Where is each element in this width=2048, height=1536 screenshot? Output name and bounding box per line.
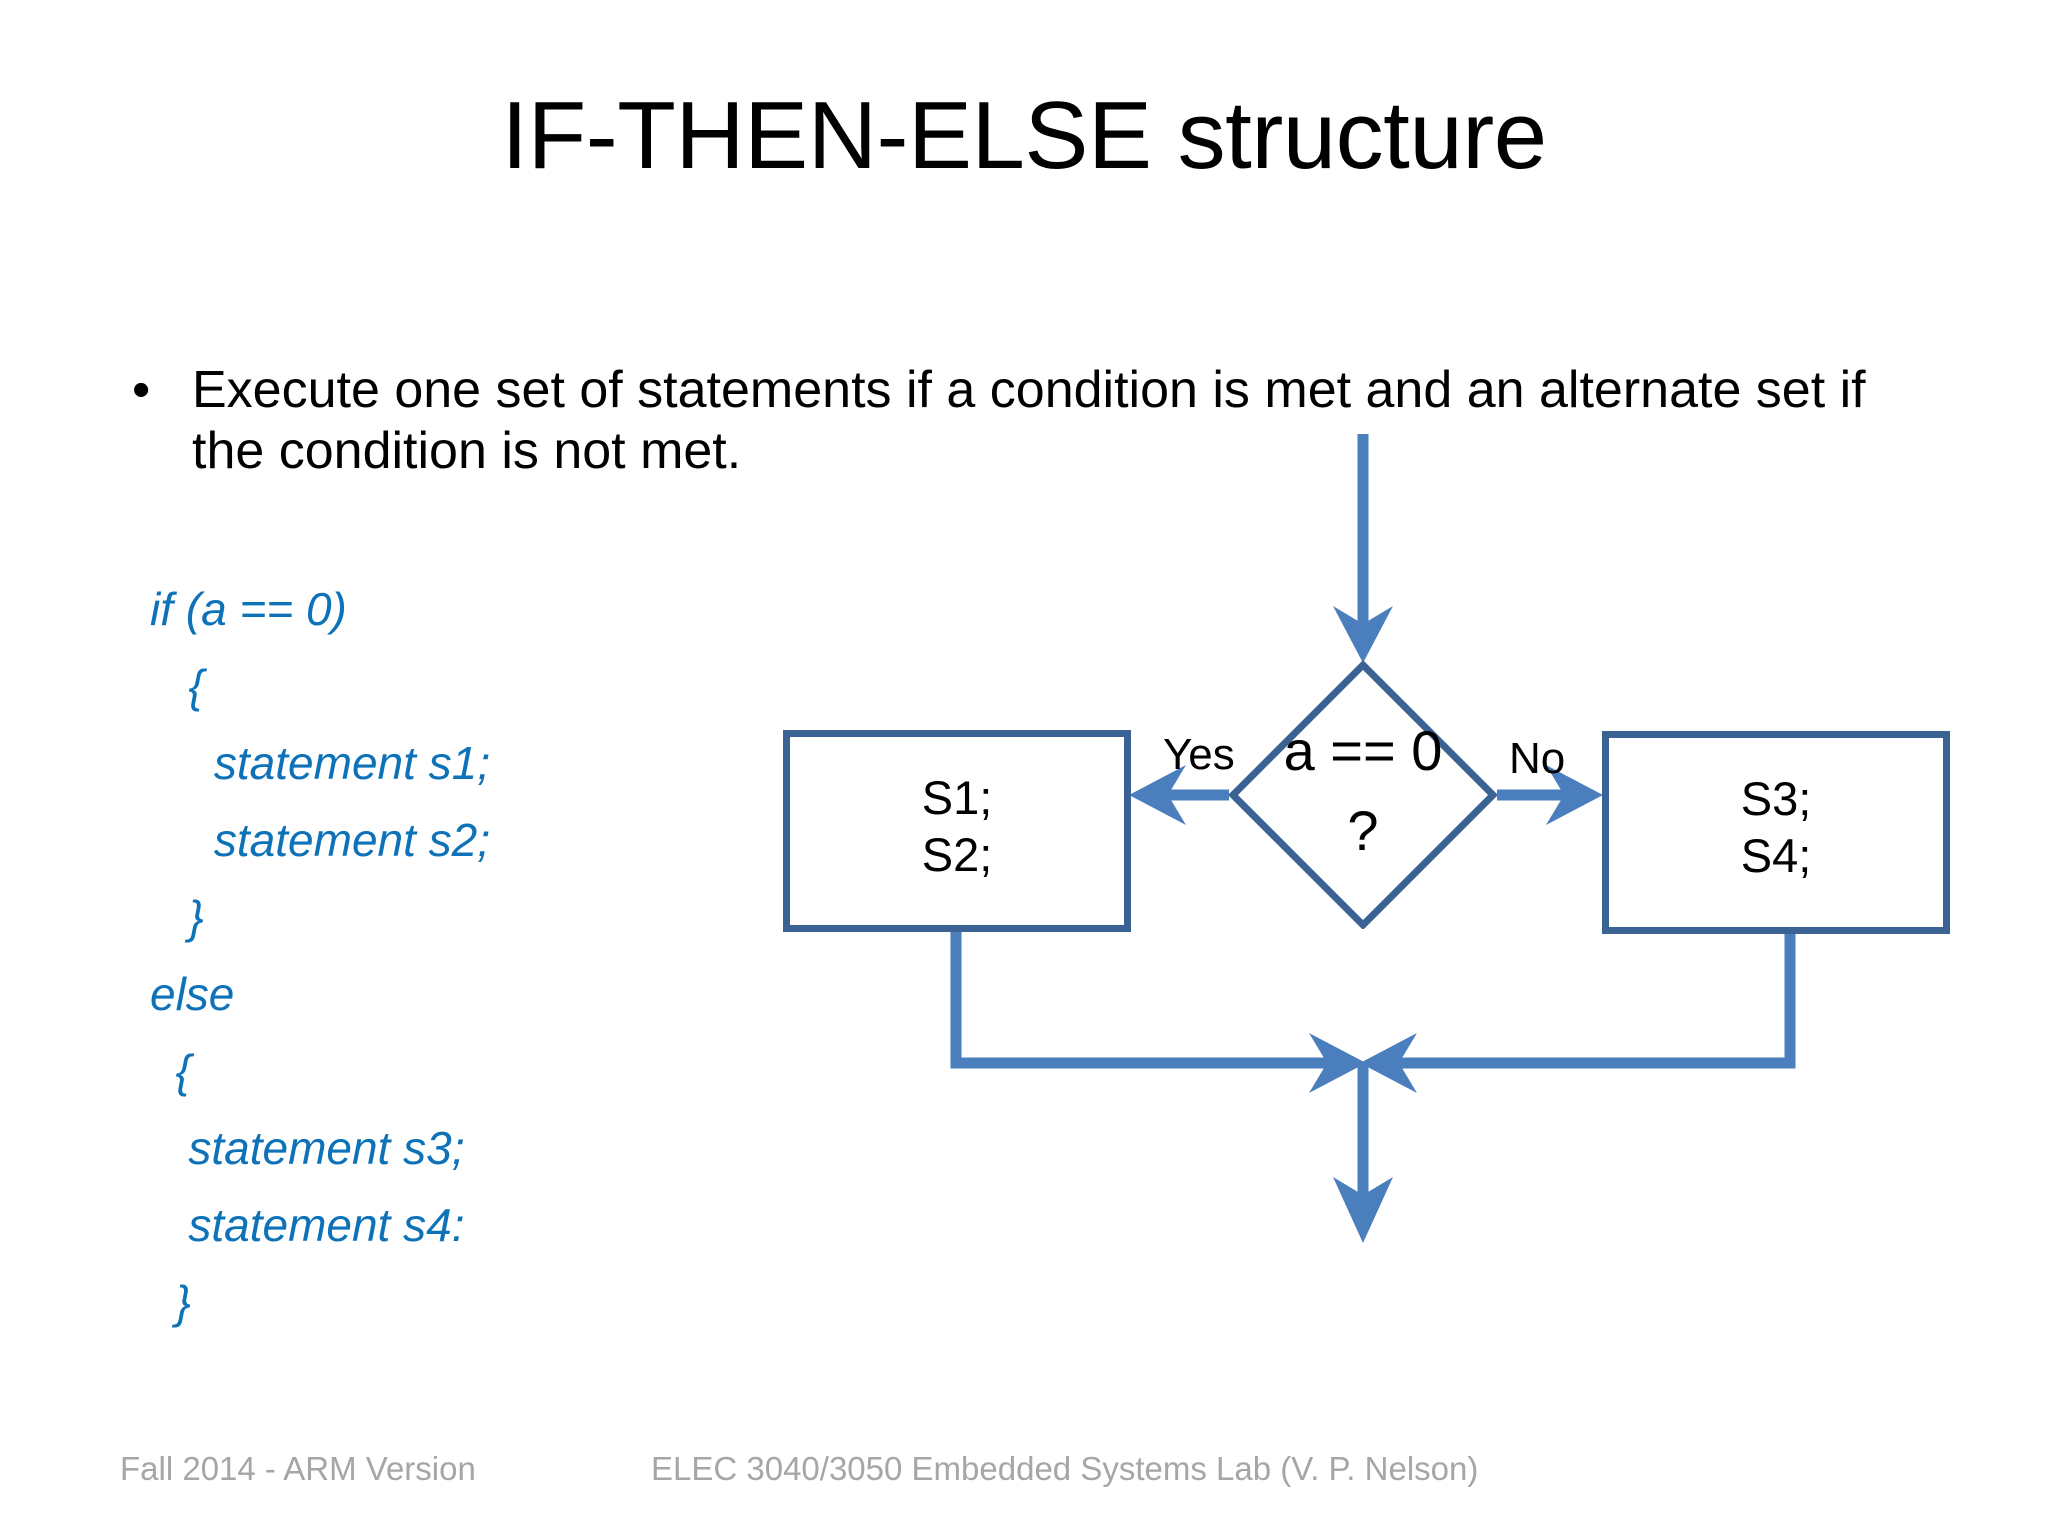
process-box-s3-s4-label: S3; S4; bbox=[1609, 770, 1943, 885]
bullet-marker-icon: • bbox=[132, 361, 151, 419]
code-listing: if (a == 0) { statement s1; statement s2… bbox=[150, 586, 770, 1356]
statement-line: S2; bbox=[921, 828, 993, 882]
code-line: { bbox=[150, 660, 204, 712]
exit-arrow bbox=[1333, 1063, 1393, 1243]
code-line: { bbox=[150, 1045, 191, 1097]
bullet-paragraph: • Execute one set of statements if a con… bbox=[120, 360, 1910, 483]
branch-label-yes: Yes bbox=[1163, 730, 1235, 779]
footer-center-text: ELEC 3040/3050 Embedded Systems Lab (V. … bbox=[651, 1450, 1479, 1487]
code-line: } bbox=[150, 891, 204, 943]
code-line: } bbox=[150, 1276, 191, 1328]
no-merge-path bbox=[1360, 934, 1796, 1093]
code-line: statement s1; bbox=[150, 737, 491, 789]
diamond-shape bbox=[1229, 661, 1497, 929]
decision-condition: a == 0 bbox=[1283, 719, 1443, 782]
process-box-s1-s2: S1; S2; bbox=[783, 730, 1131, 932]
branch-label-no: No bbox=[1509, 734, 1566, 783]
code-line: statement s4: bbox=[150, 1199, 465, 1251]
statement-line: S3; bbox=[1740, 772, 1812, 825]
yes-merge-path bbox=[950, 932, 1366, 1093]
code-line: statement s2; bbox=[150, 814, 491, 866]
process-box-s3-s4: S3; S4; bbox=[1602, 731, 1950, 934]
decision-diamond: a == 0 ? bbox=[1229, 661, 1497, 929]
code-line: statement s3; bbox=[150, 1122, 465, 1174]
statement-line: S1; bbox=[921, 771, 993, 824]
process-box-s1-s2-label: S1; S2; bbox=[790, 769, 1124, 884]
code-line: else bbox=[150, 968, 235, 1020]
page-title: IF-THEN-ELSE structure bbox=[501, 82, 1547, 189]
bullet-body-text: Execute one set of statements if a condi… bbox=[192, 361, 1866, 481]
footer-left-text: Fall 2014 - ARM Version bbox=[120, 1450, 476, 1487]
decision-label: a == 0 ? bbox=[1229, 723, 1497, 859]
decision-question-mark: ? bbox=[1347, 799, 1379, 862]
statement-line: S4; bbox=[1740, 829, 1812, 883]
code-line: if (a == 0) bbox=[150, 583, 347, 635]
